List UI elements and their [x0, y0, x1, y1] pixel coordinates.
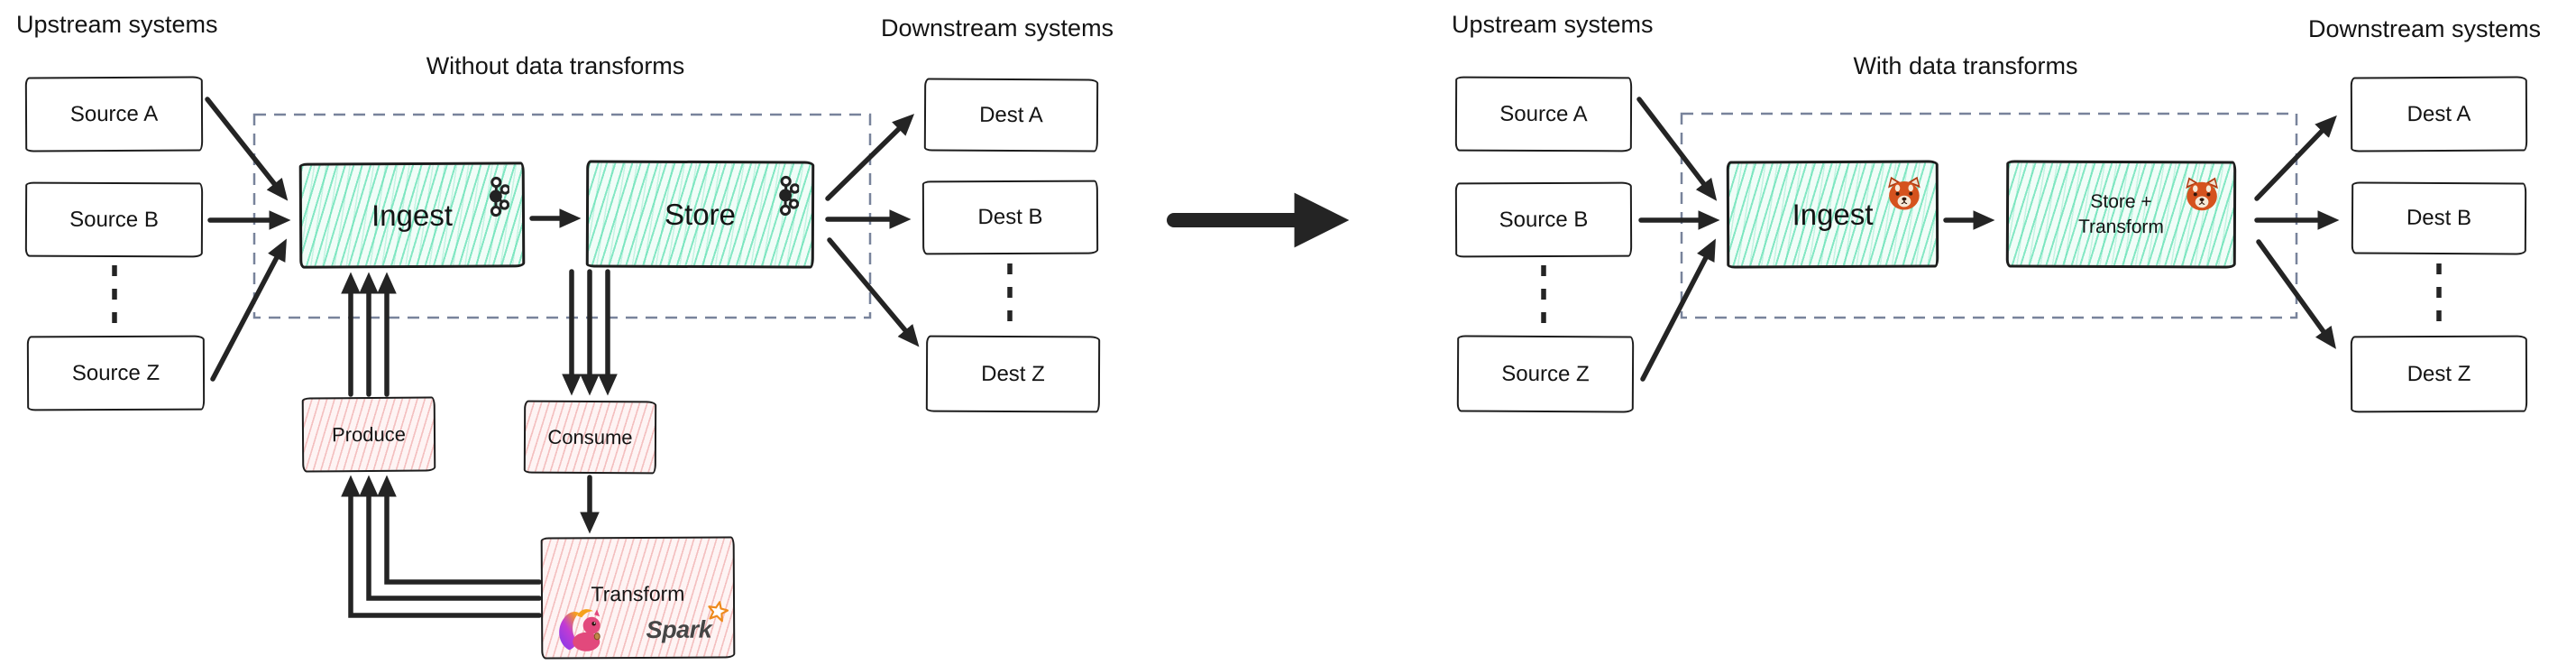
right-source-a-box: Source A — [1454, 76, 1633, 152]
left-store-box: Store — [585, 160, 815, 269]
arrow-store-to-dest-z — [827, 237, 920, 347]
spark-wordmark: Spark — [646, 615, 712, 643]
spark-logo: Spark — [646, 601, 729, 644]
left-dest-b-box: Dest B — [921, 180, 1099, 255]
right-dest-z-label: Dest Z — [2406, 361, 2471, 386]
left-dest-a-label: Dest A — [979, 102, 1043, 127]
produce-box: Produce — [301, 396, 436, 473]
left-source-b-label: Source B — [69, 207, 159, 232]
right-store-transform-label: Store + Transform — [2078, 189, 2164, 239]
left-source-z-box: Source Z — [26, 335, 206, 411]
consume-label: Consume — [547, 425, 633, 448]
arrow-source-z-to-ingest — [210, 238, 287, 382]
arrow-transform-to-produce-1 — [377, 475, 542, 585]
left-downstream-label: Downstream systems — [881, 14, 1114, 42]
redpanda-logo-icon — [2186, 177, 2218, 211]
store-transform-line2: Transform — [2077, 216, 2164, 237]
right-downstream-label: Downstream systems — [2308, 15, 2542, 42]
left-dest-z-label: Dest Z — [981, 361, 1045, 386]
right-source-z-label: Source Z — [1501, 361, 1590, 386]
consume-box: Consume — [523, 400, 657, 475]
left-store-label: Store — [664, 197, 737, 231]
left-pipeline-dashed-container — [252, 113, 872, 319]
right-ingest-box: Ingest — [1726, 160, 1939, 269]
spark-star-icon — [708, 601, 729, 623]
left-diagram-title: Without data transforms — [426, 52, 685, 79]
right-connectors — [1636, 97, 2340, 382]
left-upstream-label: Upstream systems — [16, 11, 218, 38]
right-dest-b-label: Dest B — [2406, 205, 2472, 231]
kafka-logo-icon — [489, 176, 510, 217]
right-upstream-label: Upstream systems — [1452, 11, 1654, 38]
arrow-source-a-to-ingest — [205, 97, 289, 201]
right-store-transform-box: Store + Transform — [2005, 160, 2237, 269]
kafka-logo-icon — [779, 175, 800, 217]
arrow-store-to-dest-a — [825, 114, 915, 201]
arrow-source-a-to-ingest — [1636, 97, 1718, 201]
right-ingest-label: Ingest — [1792, 197, 1874, 231]
store-transform-line1: Store + — [2090, 191, 2152, 213]
right-source-b-label: Source B — [1499, 207, 1589, 232]
right-source-b-box: Source B — [1454, 181, 1633, 258]
left-source-a-box: Source A — [24, 76, 204, 152]
transform-label: Transform — [591, 581, 685, 606]
right-diagram-title: With data transforms — [1853, 52, 2078, 79]
flink-squirrel-logo-icon — [559, 609, 600, 651]
right-dest-a-box: Dest A — [2350, 76, 2528, 152]
left-source-a-label: Source A — [69, 101, 159, 126]
arrow-transform-to-produce-3 — [341, 475, 542, 618]
right-pipeline-dashed-container — [1680, 112, 2298, 319]
produce-label: Produce — [331, 422, 407, 446]
left-source-z-label: Source Z — [71, 360, 160, 385]
right-source-a-label: Source A — [1499, 101, 1588, 126]
right-dest-z-box: Dest Z — [2350, 335, 2528, 413]
left-source-b-box: Source B — [24, 181, 204, 258]
arrow-source-z-to-ingest — [1640, 238, 1716, 382]
left-connectors — [205, 97, 920, 618]
arrow-store-transform-to-dest-z — [2256, 239, 2336, 349]
right-dest-a-label: Dest A — [2406, 101, 2471, 126]
left-dest-z-box: Dest Z — [925, 335, 1101, 413]
transform-box: Transform Spark — [540, 536, 736, 660]
left-dest-b-label: Dest B — [977, 204, 1043, 230]
arrow-transform-to-produce-2 — [359, 475, 542, 601]
redpanda-logo-icon — [1888, 176, 1921, 210]
left-ingest-box: Ingest — [298, 162, 526, 269]
ellipsis-dashed-connectors — [112, 263, 2442, 328]
left-ingest-label: Ingest — [371, 198, 454, 232]
arrow-store-transform-to-dest-a — [2254, 115, 2337, 201]
right-source-z-box: Source Z — [1456, 335, 1635, 413]
right-dest-b-box: Dest B — [2351, 181, 2527, 255]
left-dest-a-box: Dest A — [923, 78, 1099, 152]
